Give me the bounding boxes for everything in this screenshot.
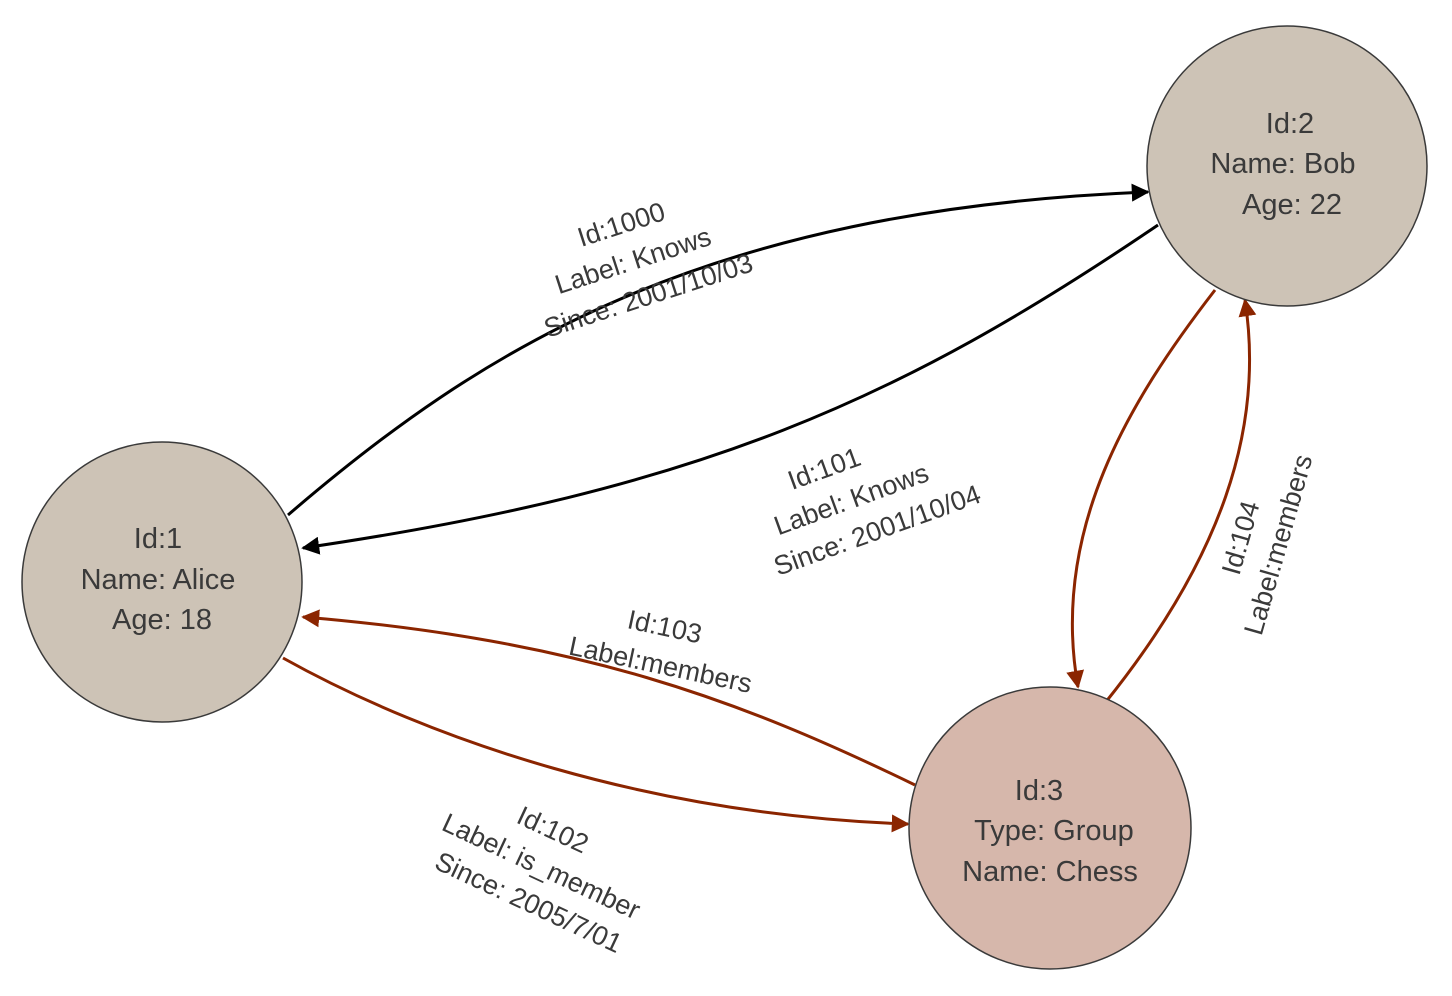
svg-text:Id:2 Name: Bob Age: Id:2 Name: Bob Age: 22 [1210, 108, 1363, 221]
edge-1000-label: Id:1000 Label: Knows Since: 2001/10/03 [517, 175, 757, 343]
node-alice-age: Age: 18 [112, 604, 212, 636]
edge-e1-arrow [1066, 289, 1217, 689]
node-bob[interactable]: Id:2 Name: Bob Age: 22 [1146, 25, 1428, 307]
edge-104-label: Id:104 Label:members [1202, 441, 1319, 639]
node-chess-circle [908, 686, 1192, 970]
edge-101-label: Id:101 Label: Knows Since: 2001/10/04 [744, 408, 985, 582]
node-bob-circle [1146, 25, 1428, 307]
svg-text:Id:1 Name: Alice A: Id:1 Name: Alice Age: 18 [81, 523, 244, 636]
node-chess-type: Type: Group [974, 815, 1134, 847]
node-chess[interactable]: Id:3 Type: Group Name: Chess [908, 686, 1192, 970]
edge-1000-arrow [287, 183, 1150, 517]
node-alice[interactable]: Id:1 Name: Alice Age: 18 [21, 441, 303, 723]
edge-101-arrow [301, 223, 1159, 555]
node-alice-circle [21, 441, 303, 723]
node-bob-name: Name: Bob [1210, 148, 1355, 180]
edge-104-arrow [1103, 298, 1257, 704]
node-alice-id: Id:1 [134, 523, 182, 555]
edge-102-arrow [282, 656, 910, 833]
node-bob-age: Age: 22 [1242, 189, 1342, 221]
edge-103-id: Id:103 [625, 604, 705, 649]
edge-102-label: Id:102 Label: is_member Since: 2005/7/01 [422, 773, 668, 963]
svg-text:Id:3 Type: Group N: Id:3 Type: Group Name: Chess [962, 775, 1142, 888]
node-bob-id: Id:2 [1266, 108, 1314, 140]
edge-103-arrow [301, 609, 916, 787]
node-alice-name: Name: Alice [81, 564, 236, 596]
node-chess-id: Id:3 [1015, 775, 1063, 807]
node-chess-name: Name: Chess [962, 856, 1138, 888]
